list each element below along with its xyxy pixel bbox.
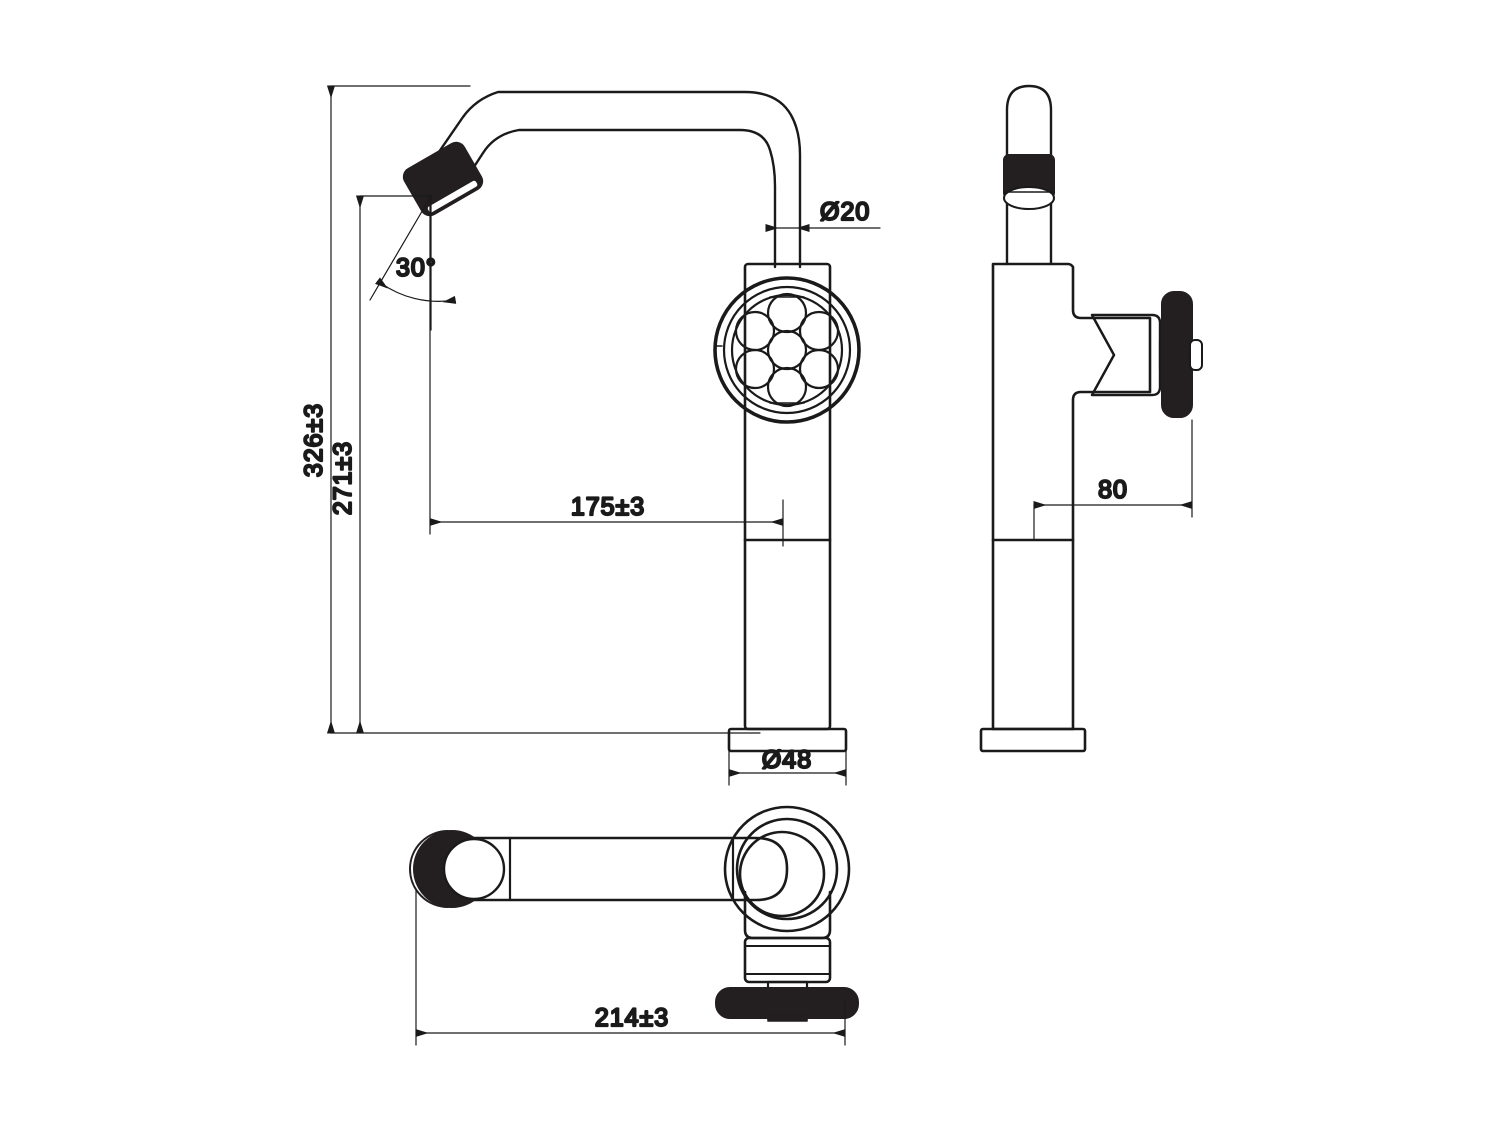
aerator-tip bbox=[402, 141, 484, 217]
dimension-spout-height bbox=[355, 195, 433, 734]
dimension-top-overall-length bbox=[415, 889, 846, 1046]
dimension-spout-reach-label: 175±3 bbox=[571, 493, 645, 521]
dimension-overall-height bbox=[326, 85, 761, 734]
side-mounting-flange bbox=[979, 727, 1087, 753]
dimension-base-diameter-label: Ø48 bbox=[762, 746, 812, 774]
dimension-spout-angle bbox=[369, 195, 457, 331]
side-wheel-handle bbox=[1161, 291, 1203, 418]
dimension-top-overall-length-label: 214±3 bbox=[595, 1004, 669, 1032]
gooseneck-spout bbox=[430, 90, 802, 269]
side-body-column bbox=[991, 262, 1152, 731]
dimension-spout-angle-label: 30° bbox=[396, 254, 437, 282]
dimension-handle-projection bbox=[1033, 419, 1193, 541]
front-view: 326±3 271±3 175±3 Ø20 bbox=[299, 85, 881, 786]
dimension-tube-diameter-label: Ø20 bbox=[820, 198, 870, 226]
side-aerator-ring bbox=[1003, 154, 1055, 210]
dimension-handle-projection-label: 80 bbox=[1098, 476, 1128, 504]
top-aerator-cap bbox=[409, 830, 506, 908]
wheel-handle bbox=[713, 276, 861, 424]
top-pivot-rings bbox=[723, 805, 851, 933]
faucet-body-column bbox=[743, 262, 832, 731]
side-view: 80 bbox=[979, 84, 1203, 753]
top-view: 214±3 bbox=[409, 805, 859, 1046]
side-spout-tube bbox=[1005, 84, 1053, 266]
mounting-flange bbox=[727, 727, 848, 753]
dimension-base-diameter bbox=[728, 750, 847, 786]
top-wheel-handle bbox=[715, 987, 859, 1022]
dimension-overall-height-label: 326±3 bbox=[300, 403, 328, 477]
dimension-spout-reach bbox=[429, 199, 784, 547]
dimension-spout-height-label: 271±3 bbox=[329, 441, 357, 515]
